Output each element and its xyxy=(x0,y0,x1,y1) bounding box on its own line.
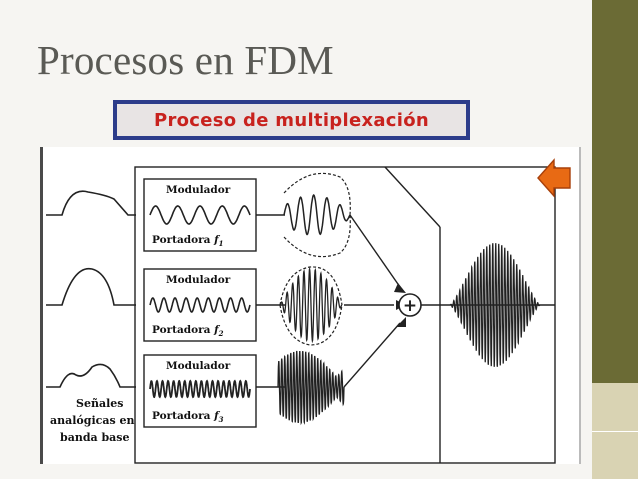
funnel-line-top xyxy=(384,166,441,228)
summer-arrows xyxy=(343,214,401,388)
carrier-label-2: Portadora f2 xyxy=(152,324,224,338)
modulator-label-3: Modulador xyxy=(166,360,231,372)
diagram-heading: Proceso de multiplexación xyxy=(153,109,430,131)
modulated-signal-2 xyxy=(279,266,343,344)
envelope-2-top xyxy=(279,266,343,306)
baseband-signal-3 xyxy=(46,363,136,388)
baseband-caption: Señales analógicas en banda base xyxy=(50,397,138,444)
module-2: Modulador Portadora f2 xyxy=(143,268,257,342)
left-arrow-icon[interactable] xyxy=(536,156,572,200)
envelope-1-top xyxy=(283,172,351,216)
side-bar-bottom xyxy=(592,383,638,479)
modulator-label-2: Modulador xyxy=(166,274,231,286)
modulator-label-1: Modulador xyxy=(166,184,231,196)
baseband-signal-2 xyxy=(46,267,136,306)
carrier-wave-1 xyxy=(149,205,251,225)
module-box-1 xyxy=(143,178,257,252)
arrowhead-1 xyxy=(394,283,406,293)
envelope-1-bottom xyxy=(283,214,351,258)
multiplexed-signal xyxy=(449,243,541,367)
carrier-wave-2 xyxy=(149,297,251,313)
carrier-label-1: Portadora f1 xyxy=(152,234,224,248)
diagram-heading-box: Proceso de multiplexación xyxy=(113,100,470,140)
carrier-wave-3 xyxy=(149,379,251,399)
side-bar-divider xyxy=(592,431,638,432)
baseband-signal-1 xyxy=(46,190,136,216)
carrier-label-3: Portadora f3 xyxy=(152,410,224,424)
module-1: Modulador Portadora f1 xyxy=(143,178,257,252)
summer-symbol: + xyxy=(403,296,417,316)
fdm-diagram: Modulador Portadora f1 Modulador Portado… xyxy=(46,166,556,464)
modulated-signal-1 xyxy=(283,193,351,236)
inner-frame xyxy=(134,166,556,464)
module-3: Modulador Portadora f3 xyxy=(143,354,257,428)
arrowhead-3 xyxy=(396,317,406,327)
side-bar-top xyxy=(592,0,638,383)
slide-title: Procesos en FDM xyxy=(37,37,334,83)
arrow-line-3 xyxy=(343,322,401,388)
modulated-signal-3 xyxy=(277,350,345,426)
arrow-line-1 xyxy=(349,214,401,288)
